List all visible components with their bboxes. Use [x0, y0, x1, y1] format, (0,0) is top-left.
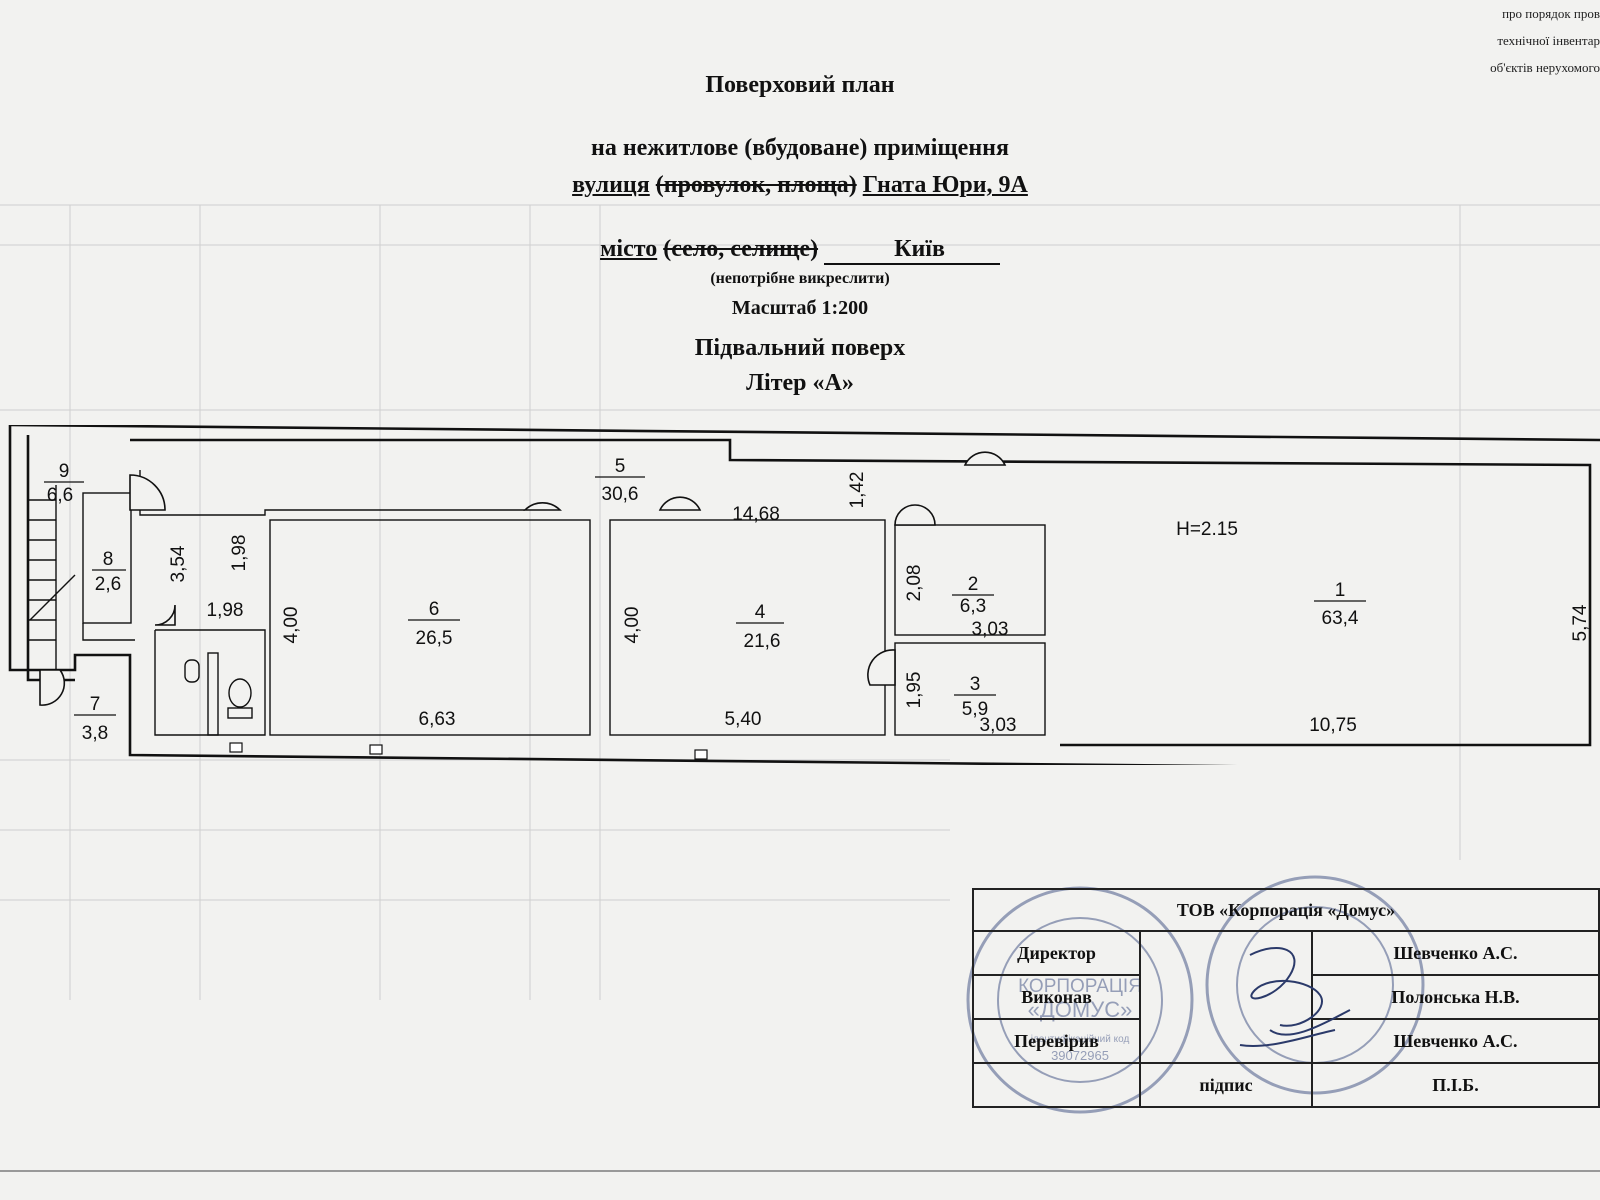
dim-r3-width: 3,03: [980, 715, 1017, 736]
room-6-outline: [269, 519, 591, 736]
letter-label: Літер «А»: [746, 370, 854, 396]
dim-r5-width: 1,42: [847, 472, 868, 509]
dim-stair-a: 3,54: [168, 545, 189, 582]
room-1-area: 63,4: [1322, 608, 1359, 629]
room-9-number: 9: [59, 461, 70, 482]
street-word: вулиця: [572, 172, 650, 198]
room-6-area: 26,5: [416, 628, 453, 649]
wc-partition: [207, 652, 219, 736]
toilet-tank-icon: [227, 707, 253, 719]
city-line: місто (село, селище) Київ: [0, 236, 1600, 265]
room-7-area: 3,8: [82, 723, 108, 744]
room-4-outline: [609, 519, 886, 736]
floor-plan: 9 6,6 8 2,6 7 3,8 5 30,6 6 26,5 4 21,6 2…: [8, 425, 1600, 765]
room-3-area: 5,9: [962, 699, 988, 720]
city-struck: (село, селище): [663, 236, 819, 262]
header-note-line3: об'єктів нерухомого: [1490, 60, 1600, 75]
handwritten-signature: [1239, 946, 1351, 1047]
dim-r6-depth: 4,00: [281, 607, 302, 644]
door-swings: [39, 451, 1007, 706]
room-5-area: 30,6: [602, 484, 639, 505]
room-9-area: 6,6: [47, 485, 73, 506]
header-note-line1: про порядок пров: [1502, 6, 1600, 21]
room-4-number: 4: [755, 602, 766, 623]
room-4-area: 21,6: [744, 631, 781, 652]
page-subtitle: на нежитлове (вбудоване) приміщення: [591, 135, 1009, 161]
wc-outline: [154, 629, 266, 736]
room-8-area: 2,6: [95, 574, 121, 595]
outer-wall-top: [8, 425, 1238, 765]
room-7-number: 7: [90, 694, 101, 715]
dim-stair-b: 1,98: [229, 535, 250, 572]
dim-r1-width: 10,75: [1309, 715, 1357, 736]
scale-label: Масштаб 1:200: [731, 297, 869, 319]
room-8-outline: [82, 492, 132, 624]
dim-r5-length: 14,68: [732, 504, 780, 525]
ceiling-height: H=2.15: [1176, 519, 1238, 540]
city-word: місто: [600, 236, 658, 262]
room-7-outline: [82, 623, 135, 641]
floor-label: Підвальний поверх: [694, 335, 906, 361]
name-label: П.І.Б.: [1311, 1062, 1600, 1108]
dim-r3-depth: 1,95: [904, 672, 925, 709]
room-1-number: 1: [1335, 580, 1346, 601]
name-checked: Шевченко А.С.: [1311, 1018, 1600, 1064]
city-name: Київ: [824, 236, 1000, 265]
dim-r4-depth: 4,00: [622, 607, 643, 644]
toilet-icon: [228, 678, 252, 708]
corridor-lower-wall: [139, 470, 525, 516]
dim-r2-depth: 2,08: [904, 565, 925, 602]
room-3-number: 3: [970, 674, 981, 695]
room-6-number: 6: [429, 599, 440, 620]
header-note-line2: технічної інвентар: [1497, 33, 1600, 48]
dim-r6-width: 6,63: [419, 709, 456, 730]
name-executed: Полонська Н.В.: [1311, 974, 1600, 1020]
dim-stair-c: 1,98: [207, 600, 244, 621]
street-struck: (провулок, площа): [655, 172, 857, 198]
name-director: Шевченко А.С.: [1311, 930, 1600, 976]
street-name: Гната Юри, 9А: [862, 172, 1028, 198]
role-executed: Виконав: [972, 974, 1141, 1020]
role-checked: Перевірив: [972, 1018, 1141, 1064]
dim-r2-width: 3,03: [972, 619, 1009, 640]
blank-role-cell: [972, 1062, 1141, 1108]
strike-note: (непотрібне викреслити): [710, 270, 890, 287]
sink-icon: [184, 659, 200, 683]
corridor-top-wall: [130, 438, 1592, 747]
room-3-outline: [894, 642, 1046, 736]
page-title: Поверховий план: [705, 72, 895, 98]
dim-r4-width: 5,40: [725, 709, 762, 730]
room-2-outline: [894, 524, 1046, 636]
room-8-number: 8: [103, 549, 114, 570]
header-note: про порядок пров технічної інвентар об'є…: [1400, 0, 1600, 81]
outer-wall: [9, 425, 1600, 442]
sign-label: підпис: [1139, 1062, 1313, 1108]
room-2-number: 2: [968, 574, 979, 595]
street-line: вулиця (провулок, площа) Гната Юри, 9А: [0, 172, 1600, 199]
vent-markers: [229, 742, 708, 760]
room-2-area: 6,3: [960, 596, 986, 617]
role-director: Директор: [972, 930, 1141, 976]
room-5-number: 5: [615, 456, 626, 477]
page-bottom-line: [0, 1170, 1600, 1172]
dim-r1-depth: 5,74: [1570, 604, 1591, 641]
stair-treads: [28, 485, 76, 675]
org-name: ТОВ «Корпорація «Домус»: [972, 888, 1600, 932]
